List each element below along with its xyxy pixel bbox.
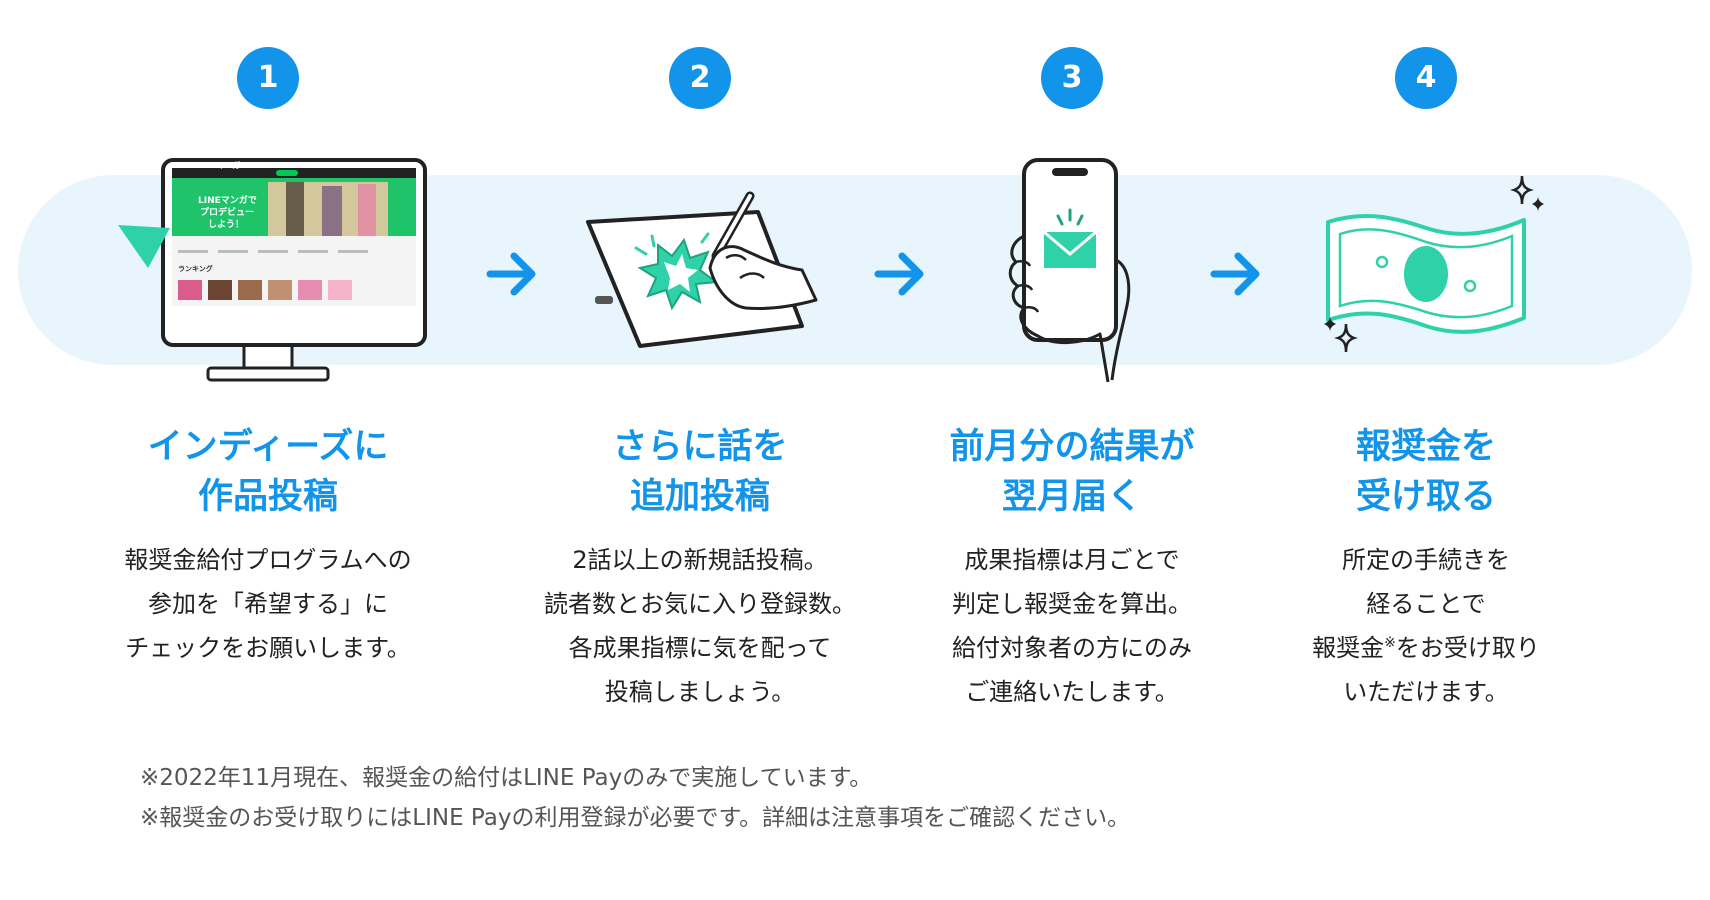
step-number-badge: 4 bbox=[1395, 47, 1457, 109]
footnote: ※報奨金のお受け取りにはLINE Payの利用登録が必要です。詳細は注意事項をご… bbox=[140, 805, 1131, 831]
step-description: 2話以上の新規話投稿。 読者数とお気に入り登録数。 各成果指標に気を配って 投稿… bbox=[544, 546, 856, 706]
screen-banner-line3: しよう！ bbox=[208, 220, 245, 230]
step-number-badge: 1 bbox=[237, 47, 299, 109]
footnotes: ※2022年11月現在、報奨金の給付はLINE Payのみで実施しています。 ※… bbox=[140, 758, 1580, 838]
step-title: 前月分の結果が 翌月届く bbox=[949, 427, 1195, 517]
monitor-icon: LINEマンガ LINEマンガで プロデビュー しよう！ ランキング bbox=[108, 150, 428, 390]
step-description: 所定の手続きを 経ることで 報奨金※をお受け取り いただけます。 bbox=[1312, 546, 1540, 706]
step-title: 報奨金を 受け取る bbox=[1355, 427, 1496, 517]
step-1: 1 LINEマンガ LINEマンガで bbox=[108, 0, 428, 900]
step-3: 3 前月分の結果が 翌月届く 成果指標は月ごとで 判定し報奨金を算出。 給付対象… bbox=[912, 0, 1232, 900]
banknote-icon bbox=[1266, 150, 1586, 390]
step-4: 4 報奨金を 受け取る 所定の手続きを 経ることで 報奨金※をお受け取り いただ… bbox=[1266, 0, 1586, 900]
step-title: インディーズに 作品投稿 bbox=[147, 427, 389, 517]
step-title: さらに話を 追加投稿 bbox=[612, 427, 788, 517]
step-number-badge: 3 bbox=[1041, 47, 1103, 109]
step-description: 報奨金給付プログラムへの 参加を「希望する」に チェックをお願いします。 bbox=[124, 546, 412, 662]
screen-banner-line1: LINEマンガで bbox=[198, 196, 257, 206]
footnote-mark: ※ bbox=[1384, 635, 1396, 651]
screen-brand-label: LINEマンガ bbox=[196, 161, 241, 170]
step-2: 2 さらに話を 追加投稿 2話以上の新規話投稿。 読者数とお気に入り登録数。 各… bbox=[540, 0, 860, 900]
tablet-drawing-icon bbox=[540, 150, 860, 390]
right-arrow-icon bbox=[872, 248, 930, 300]
step-number-badge: 2 bbox=[669, 47, 731, 109]
screen-banner-line2: プロデビュー bbox=[200, 208, 255, 218]
footnote: ※2022年11月現在、報奨金の給付はLINE Payのみで実施しています。 bbox=[140, 765, 873, 791]
right-arrow-icon bbox=[1208, 248, 1266, 300]
step-description: 成果指標は月ごとで 判定し報奨金を算出。 給付対象者の方にのみ ご連絡いたします… bbox=[952, 546, 1192, 706]
screen-ranking-label: ランキング bbox=[178, 265, 213, 273]
right-arrow-icon bbox=[484, 248, 542, 300]
phone-mail-icon bbox=[912, 150, 1232, 390]
